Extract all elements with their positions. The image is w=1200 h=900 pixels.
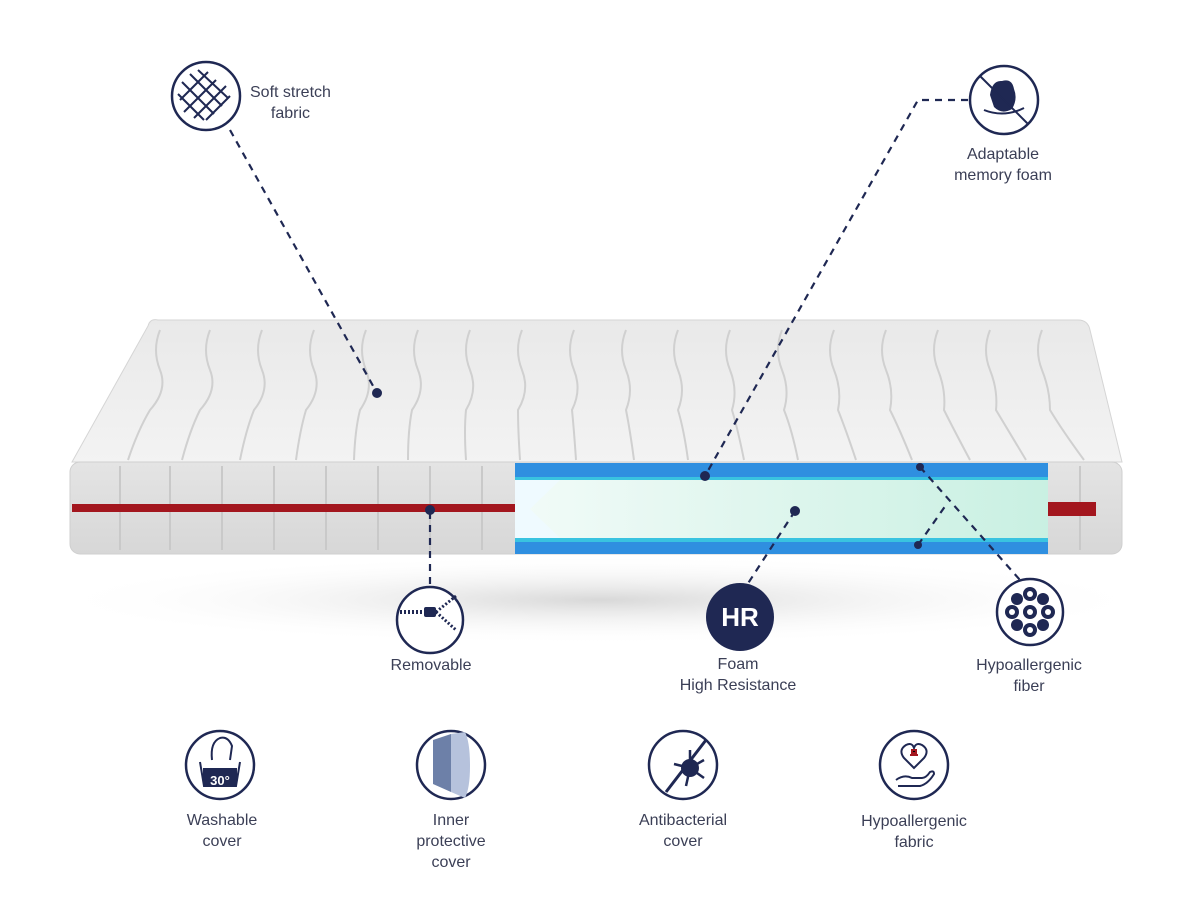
hr-badge-text: HR	[721, 602, 759, 632]
fabric-weave-icon	[170, 60, 242, 132]
fiber-circles-icon	[995, 577, 1065, 647]
inner-cover-icon	[415, 729, 487, 801]
wash-30-icon	[184, 729, 256, 801]
leader-lines	[229, 98, 1021, 589]
mattress	[69, 319, 1123, 555]
zipper	[72, 504, 516, 512]
zipper-icon	[395, 585, 465, 655]
mattress-shadow	[40, 555, 1160, 645]
wash-temp-text: 30°	[210, 773, 230, 788]
callout-dots	[372, 388, 924, 549]
foam-cutaway	[515, 463, 1048, 554]
hr-badge-icon	[706, 583, 774, 651]
hand-press-icon	[968, 64, 1040, 136]
removable-label: Removable	[390, 657, 472, 674]
heart-hand-icon	[878, 729, 950, 801]
antibacterial-icon	[647, 729, 719, 801]
